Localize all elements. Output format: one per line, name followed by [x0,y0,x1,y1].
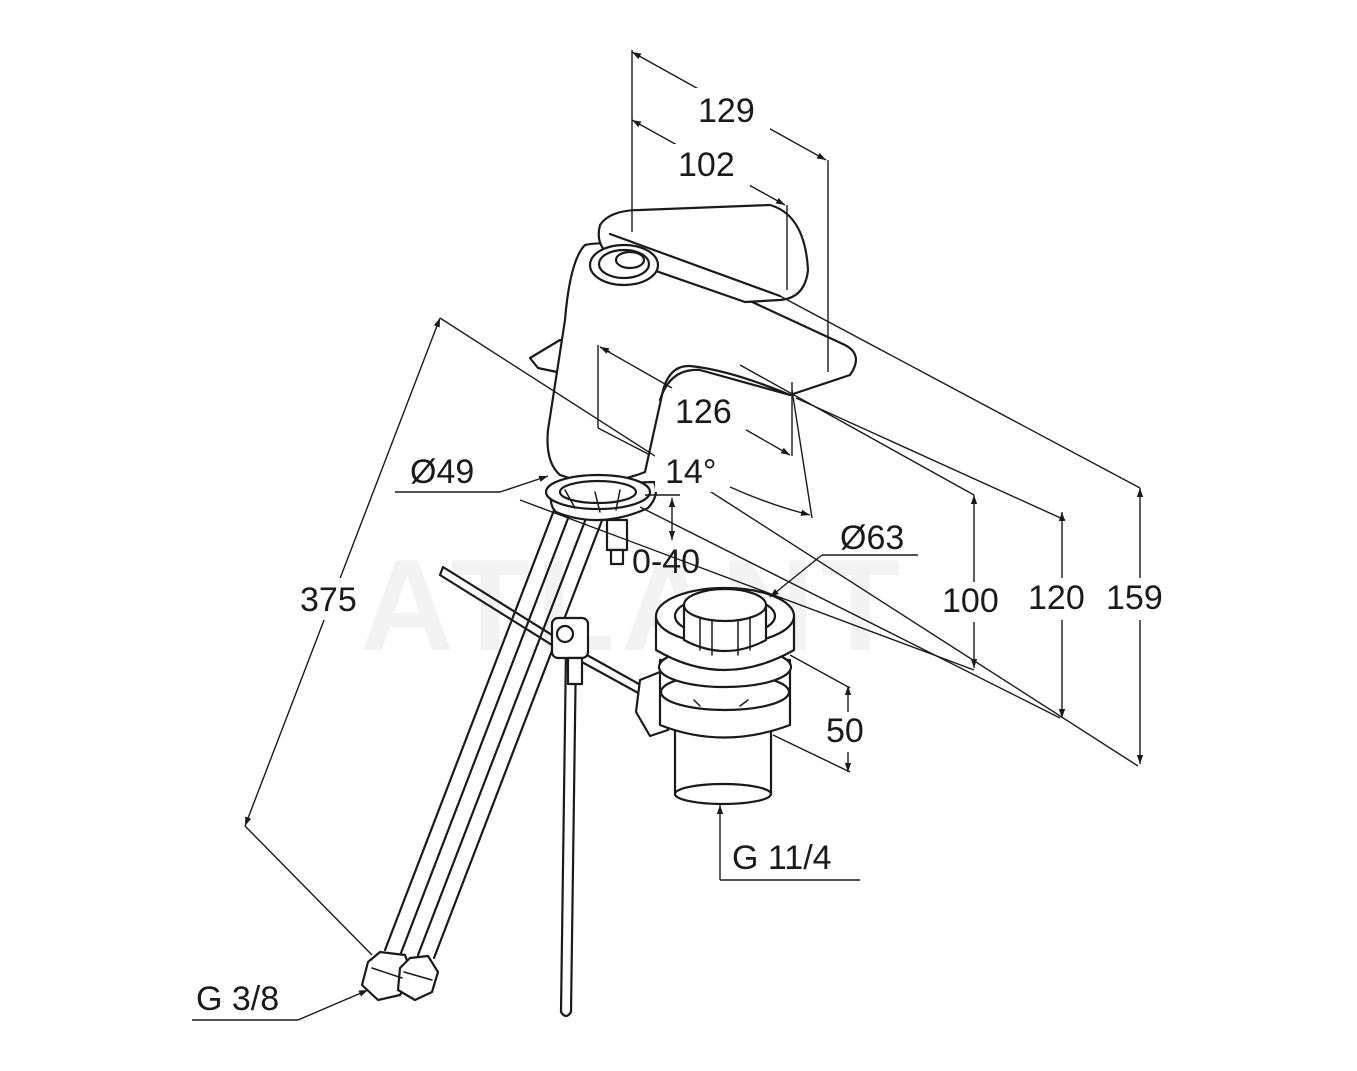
label-pop-up-range: 0-40 [632,543,700,581]
label-waste-height: 50 [826,712,864,750]
label-height-total: 159 [1106,579,1163,617]
label-spout-reach: 126 [675,393,732,431]
label-width-spout: 102 [678,146,735,184]
label-hose-length: 375 [300,581,357,619]
dimension-labels: 129 102 126 14° Ø49 0-40 Ø63 375 100 120… [196,88,1176,1018]
faucet-body [528,203,857,566]
label-waste-thread: G 11/4 [732,839,832,877]
label-height-body: 120 [1028,579,1085,617]
supply-hoses [360,503,608,1002]
label-base-diameter: Ø49 [410,453,474,491]
label-waste-diameter: Ø63 [840,519,904,557]
label-width-total: 129 [698,92,755,130]
label-hose-thread: G 3/8 [196,980,279,1018]
pop-up-waste [654,586,796,806]
dimension-lines [192,50,1144,1021]
label-angle: 14° [665,453,716,491]
label-height-spout: 100 [942,582,999,620]
